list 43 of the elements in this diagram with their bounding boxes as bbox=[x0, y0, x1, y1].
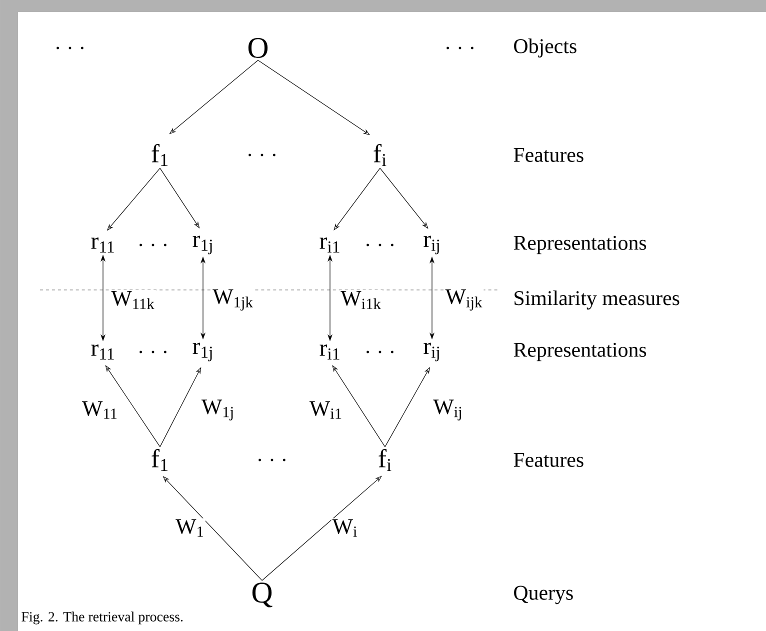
row-label: . . . bbox=[446, 46, 474, 50]
row-label: . . . bbox=[366, 244, 394, 246]
symbol-label: f$_{i}$ bbox=[378, 449, 392, 471]
edge-label: W$_{ijk}$ bbox=[445, 289, 482, 311]
row-label: . . . bbox=[140, 350, 166, 354]
edge-label: W$_{1j}$ bbox=[201, 400, 233, 420]
row-label: Objects bbox=[514, 38, 576, 58]
symbol-label: r$_{ij}$ bbox=[424, 342, 439, 362]
edge-label: W$_{1}$ bbox=[176, 519, 204, 537]
symbol-label: r$_{i1}$ bbox=[320, 344, 340, 360]
row-label: Features bbox=[514, 148, 584, 162]
arrow bbox=[334, 168, 380, 230]
caption: Fig. 2. The retrieval process. bbox=[22, 612, 183, 624]
edge-label: W$_{11k}$ bbox=[111, 291, 154, 309]
edge-label: W$_{11}$ bbox=[82, 401, 117, 419]
row-label: . . . bbox=[140, 244, 166, 246]
row-label: . . . bbox=[56, 46, 84, 50]
edge-label: W$_{ij}$ bbox=[433, 400, 462, 420]
symbol-label: f$_{i}$ bbox=[374, 144, 386, 166]
row-label: . . . bbox=[258, 458, 286, 462]
symbol-label: f$_{1}$ bbox=[152, 144, 168, 166]
row-label: . . . bbox=[248, 154, 276, 156]
edge-label: W$_{1jk}$ bbox=[212, 289, 253, 311]
symbol-label: Q bbox=[252, 582, 272, 608]
edge-label: W$_{i}$ bbox=[332, 519, 357, 537]
symbol-label: r$_{1j}$ bbox=[192, 236, 212, 254]
symbol-label: r$_{11}$ bbox=[91, 344, 114, 360]
row-label: Similarity measures bbox=[514, 290, 680, 310]
edge-label: W$_{i1}$ bbox=[309, 401, 342, 419]
row-label: . . . bbox=[366, 350, 394, 354]
row-label: Features bbox=[514, 453, 584, 467]
symbol-label: r$_{ij}$ bbox=[424, 236, 439, 254]
symbol-label: O bbox=[248, 38, 268, 58]
symbol-label: r$_{11}$ bbox=[91, 238, 114, 252]
arrow bbox=[160, 367, 202, 448]
symbol-label: f$_{1}$ bbox=[152, 449, 168, 471]
symbol-label: r$_{i1}$ bbox=[320, 238, 340, 252]
arrow bbox=[332, 365, 386, 448]
row-label: Querys bbox=[514, 586, 573, 604]
row-label: Representations bbox=[514, 342, 646, 362]
edge-label: W$_{i1k}$ bbox=[340, 291, 381, 309]
row-label: Representations bbox=[514, 236, 646, 254]
symbol-label: r$_{1j}$ bbox=[192, 342, 212, 362]
